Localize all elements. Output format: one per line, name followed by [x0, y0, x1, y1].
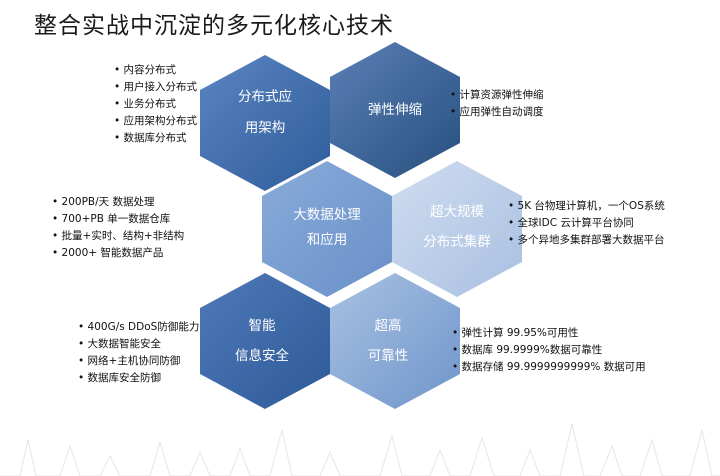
list-item: 批量+实时、结构+非结构	[52, 228, 185, 245]
list-item: 数据库 99.9999%数据可靠性	[452, 342, 646, 359]
hex-distributed-label-2: 用架构	[245, 120, 286, 136]
list-item: 数据存储 99.9999999999% 数据可用	[452, 359, 646, 376]
list-item: 2000+ 智能数据产品	[52, 245, 184, 262]
list-item: 应用架构分布式	[114, 113, 198, 130]
hex-security-label-1: 智能	[249, 318, 276, 334]
hex-bigdata-label-1: 大数据处理	[293, 207, 361, 223]
list-item: 数据库安全防御	[78, 370, 199, 387]
list-item: 数据库分布式	[114, 130, 197, 147]
security-bullet-list: 400G/s DDoS防御能力 大数据智能安全 网络+主机协同防御 数据库安全防…	[78, 319, 200, 387]
list-item: 5K 台物理计算机，一个OS系统	[508, 198, 665, 215]
hex-elastic-scaling: 弹性伸缩	[330, 42, 460, 178]
hex-elastic-label: 弹性伸缩	[368, 102, 422, 118]
list-item: 200PB/天 数据处理	[52, 194, 184, 211]
hex-intelligent-security: 智能 信息安全	[200, 273, 330, 409]
elastic-bullet-list: 计算资源弹性伸缩 应用弹性自动调度	[450, 87, 544, 121]
cluster-bullet-list: 5K 台物理计算机，一个OS系统 全球IDC 云计算平台协同 多个异地多集群部署…	[508, 198, 665, 249]
list-item: 400G/s DDoS防御能力	[78, 319, 200, 336]
hex-reliability-label-2: 可靠性	[368, 348, 409, 364]
hex-reliability-label-1: 超高	[375, 317, 402, 334]
list-item: 弹性计算 99.95%可用性	[452, 325, 646, 342]
list-item: 网络+主机协同防御	[78, 353, 199, 370]
hex-distributed-label-1: 分布式应	[238, 88, 292, 105]
list-item: 业务分布式	[114, 96, 197, 113]
list-item: 全球IDC 云计算平台协同	[508, 215, 665, 232]
list-item: 多个异地多集群部署大数据平台	[508, 232, 665, 249]
hex-bigdata-processing: 大数据处理 和应用	[262, 161, 392, 297]
list-item: 用户接入分布式	[114, 79, 198, 96]
hex-security-label-2: 信息安全	[235, 347, 289, 364]
list-item: 700+PB 单一数据仓库	[52, 211, 184, 228]
bigdata-bullet-list: 200PB/天 数据处理 700+PB 单一数据仓库 批量+实时、结构+非结构 …	[52, 194, 185, 262]
list-item: 大数据智能安全	[78, 336, 199, 353]
hex-bigdata-label-2: 和应用	[307, 231, 348, 248]
page-title: 整合实战中沉淀的多元化核心技术	[34, 13, 394, 39]
distributed-bullet-list: 内容分布式 用户接入分布式 业务分布式 应用架构分布式 数据库分布式	[114, 62, 198, 147]
hex-distributed-architecture: 分布式应 用架构	[200, 55, 330, 191]
decorative-spike-line	[0, 423, 720, 476]
reliability-bullet-list: 弹性计算 99.95%可用性 数据库 99.9999%数据可靠性 数据存储 99…	[452, 325, 646, 376]
hex-high-reliability: 超高 可靠性	[330, 273, 460, 409]
list-item: 应用弹性自动调度	[450, 104, 544, 121]
list-item: 内容分布式	[114, 62, 197, 79]
list-item: 计算资源弹性伸缩	[450, 87, 544, 104]
hex-cluster-label-1: 超大规模	[430, 204, 484, 220]
hex-cluster-label-2: 分布式集群	[423, 234, 491, 250]
hex-large-cluster: 超大规模 分布式集群	[392, 161, 522, 297]
